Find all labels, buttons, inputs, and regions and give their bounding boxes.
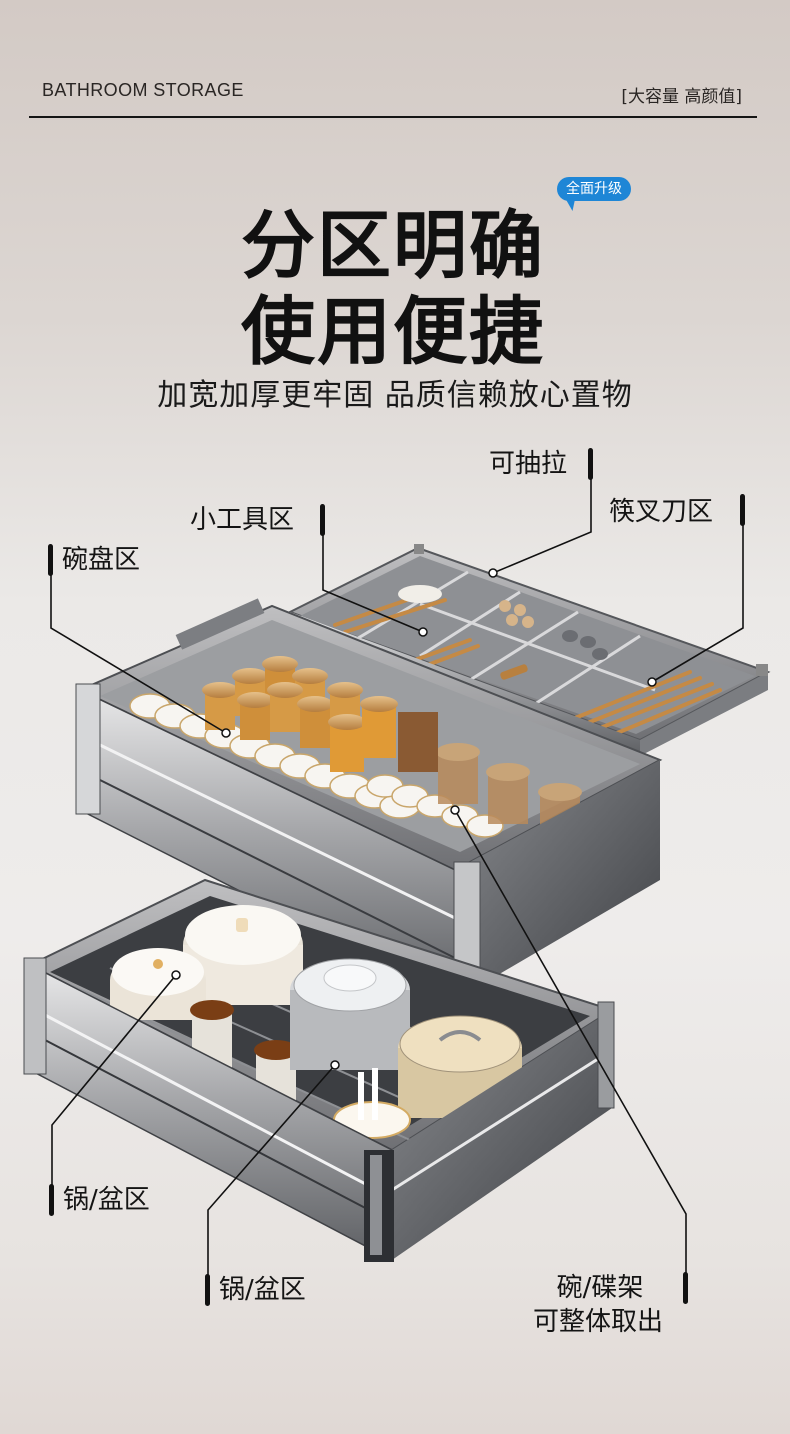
callout-bowls-plates: 碗盘区 xyxy=(62,545,141,575)
callout-marker xyxy=(740,494,745,526)
callout-pots-left: 锅/盆区 xyxy=(63,1185,150,1215)
headline-line-1: 分区明确 xyxy=(241,203,545,289)
callout-marker xyxy=(320,504,325,536)
callout-pullout: 可抽拉 xyxy=(489,449,568,479)
tagline: [大容量 高颜值] xyxy=(621,87,742,107)
callout-marker xyxy=(588,448,593,480)
subtitle: 加宽加厚更牢固 品质信赖放心置物 xyxy=(157,378,633,413)
category-label: BATHROOM STORAGE xyxy=(42,80,244,100)
headline-line-2: 使用便捷 xyxy=(241,289,545,375)
callout-dish-rack-line2: 可整体取出 xyxy=(532,1307,663,1337)
callout-marker xyxy=(205,1274,210,1306)
callout-pots-center: 锅/盆区 xyxy=(219,1275,306,1305)
callout-marker xyxy=(48,544,53,576)
callout-dish-rack: 碗/碟架 可整体取出 xyxy=(518,1272,678,1338)
callout-dish-rack-line1: 碗/碟架 xyxy=(556,1273,644,1303)
upgrade-badge: 全面升级 xyxy=(557,177,631,201)
callout-marker xyxy=(49,1184,54,1216)
callout-small-tools: 小工具区 xyxy=(190,505,295,535)
callout-chopsticks-knives: 筷叉刀区 xyxy=(609,497,714,527)
callout-marker xyxy=(683,1272,688,1304)
header-divider xyxy=(29,116,757,118)
